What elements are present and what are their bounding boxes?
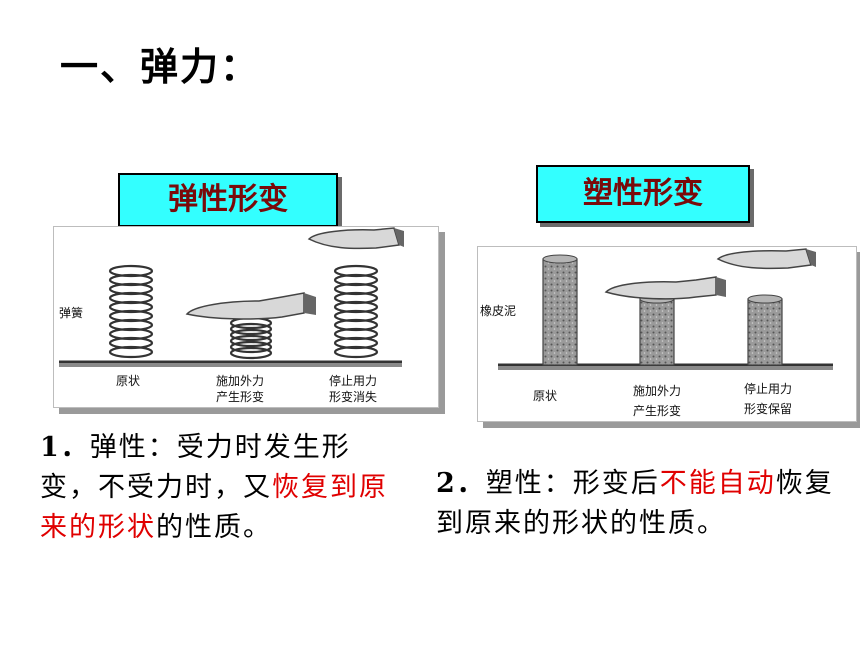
clay-label: 橡皮泥 bbox=[480, 304, 516, 318]
plastic-caption-3-line1: 停止用力 bbox=[744, 381, 792, 396]
clay-original-icon bbox=[542, 254, 578, 366]
plasticity-definition: 2．塑性：形变后不能自动恢复到原来的形状的性质。 bbox=[436, 464, 836, 544]
plastic-caption-2-line2: 产生形变 bbox=[633, 403, 681, 418]
spring-label: 弹簧 bbox=[59, 305, 83, 320]
clay-figure-panel: 橡皮泥 原状 施加外力 产生形变 停止用力 形变保留 bbox=[477, 246, 857, 422]
clay-compressed-icon bbox=[639, 294, 675, 366]
elastic-caption-3-line1: 停止用力 bbox=[329, 373, 377, 388]
elasticity-number: 1． bbox=[40, 432, 90, 463]
spring-released-icon bbox=[333, 264, 379, 359]
plastic-caption-3-line2: 形变保留 bbox=[744, 401, 792, 416]
elastic-caption-2-line1: 施加外力 bbox=[216, 374, 264, 388]
plasticity-text-part1: 塑性：形变后 bbox=[485, 468, 660, 499]
plasticity-text-part2: 恢复到原来的形状的性质。 bbox=[436, 468, 834, 539]
hand-pressing-icon bbox=[185, 292, 316, 320]
plastic-deformation-label: 塑性形变 bbox=[536, 165, 750, 223]
plasticity-number: 2． bbox=[436, 468, 486, 499]
elasticity-text-part2: 的性质。 bbox=[156, 512, 272, 543]
spring-compressed-icon bbox=[229, 316, 273, 360]
ground-shadow bbox=[59, 363, 402, 367]
hand-raised-icon bbox=[716, 248, 816, 270]
ground-shadow bbox=[498, 366, 833, 370]
elasticity-text-part1: 弹性：受力时发生形变，不受力时，又 bbox=[40, 432, 351, 503]
elasticity-highlight: 恢复到原来的形状 bbox=[40, 472, 388, 543]
elastic-caption-2-line2: 产生形变 bbox=[216, 389, 264, 404]
plastic-caption-1-line1: 原状 bbox=[533, 389, 557, 403]
elastic-deformation-label-text: 弹性形变 bbox=[168, 182, 288, 217]
spring-figure-panel: 弹簧 原状 施加外力 产生形变 停止用力 形变消失 bbox=[53, 226, 439, 408]
clay-deformed-icon bbox=[747, 294, 783, 366]
spring-figure: 弹簧 原状 施加外力 产生形变 停止用力 形变消失 bbox=[59, 227, 404, 404]
elasticity-definition: 1．弹性：受力时发生形变，不受力时，又恢复到原来的形状的性质。 bbox=[40, 428, 400, 548]
hand-raised-icon bbox=[307, 227, 404, 250]
spring-original-icon bbox=[108, 264, 154, 359]
elastic-deformation-label: 弹性形变 bbox=[118, 173, 338, 227]
hand-pressing-icon bbox=[604, 276, 726, 300]
clay-figure: 橡皮泥 原状 施加外力 产生形变 停止用力 形变保留 bbox=[480, 248, 833, 418]
elastic-caption-3-line2: 形变消失 bbox=[329, 389, 377, 404]
page-title: 一、弹力： bbox=[60, 44, 261, 89]
plastic-deformation-label-text: 塑性形变 bbox=[583, 176, 703, 211]
plastic-caption-2-line1: 施加外力 bbox=[633, 384, 681, 398]
elastic-caption-1-line1: 原状 bbox=[116, 374, 140, 388]
plasticity-highlight: 不能自动 bbox=[659, 468, 776, 499]
